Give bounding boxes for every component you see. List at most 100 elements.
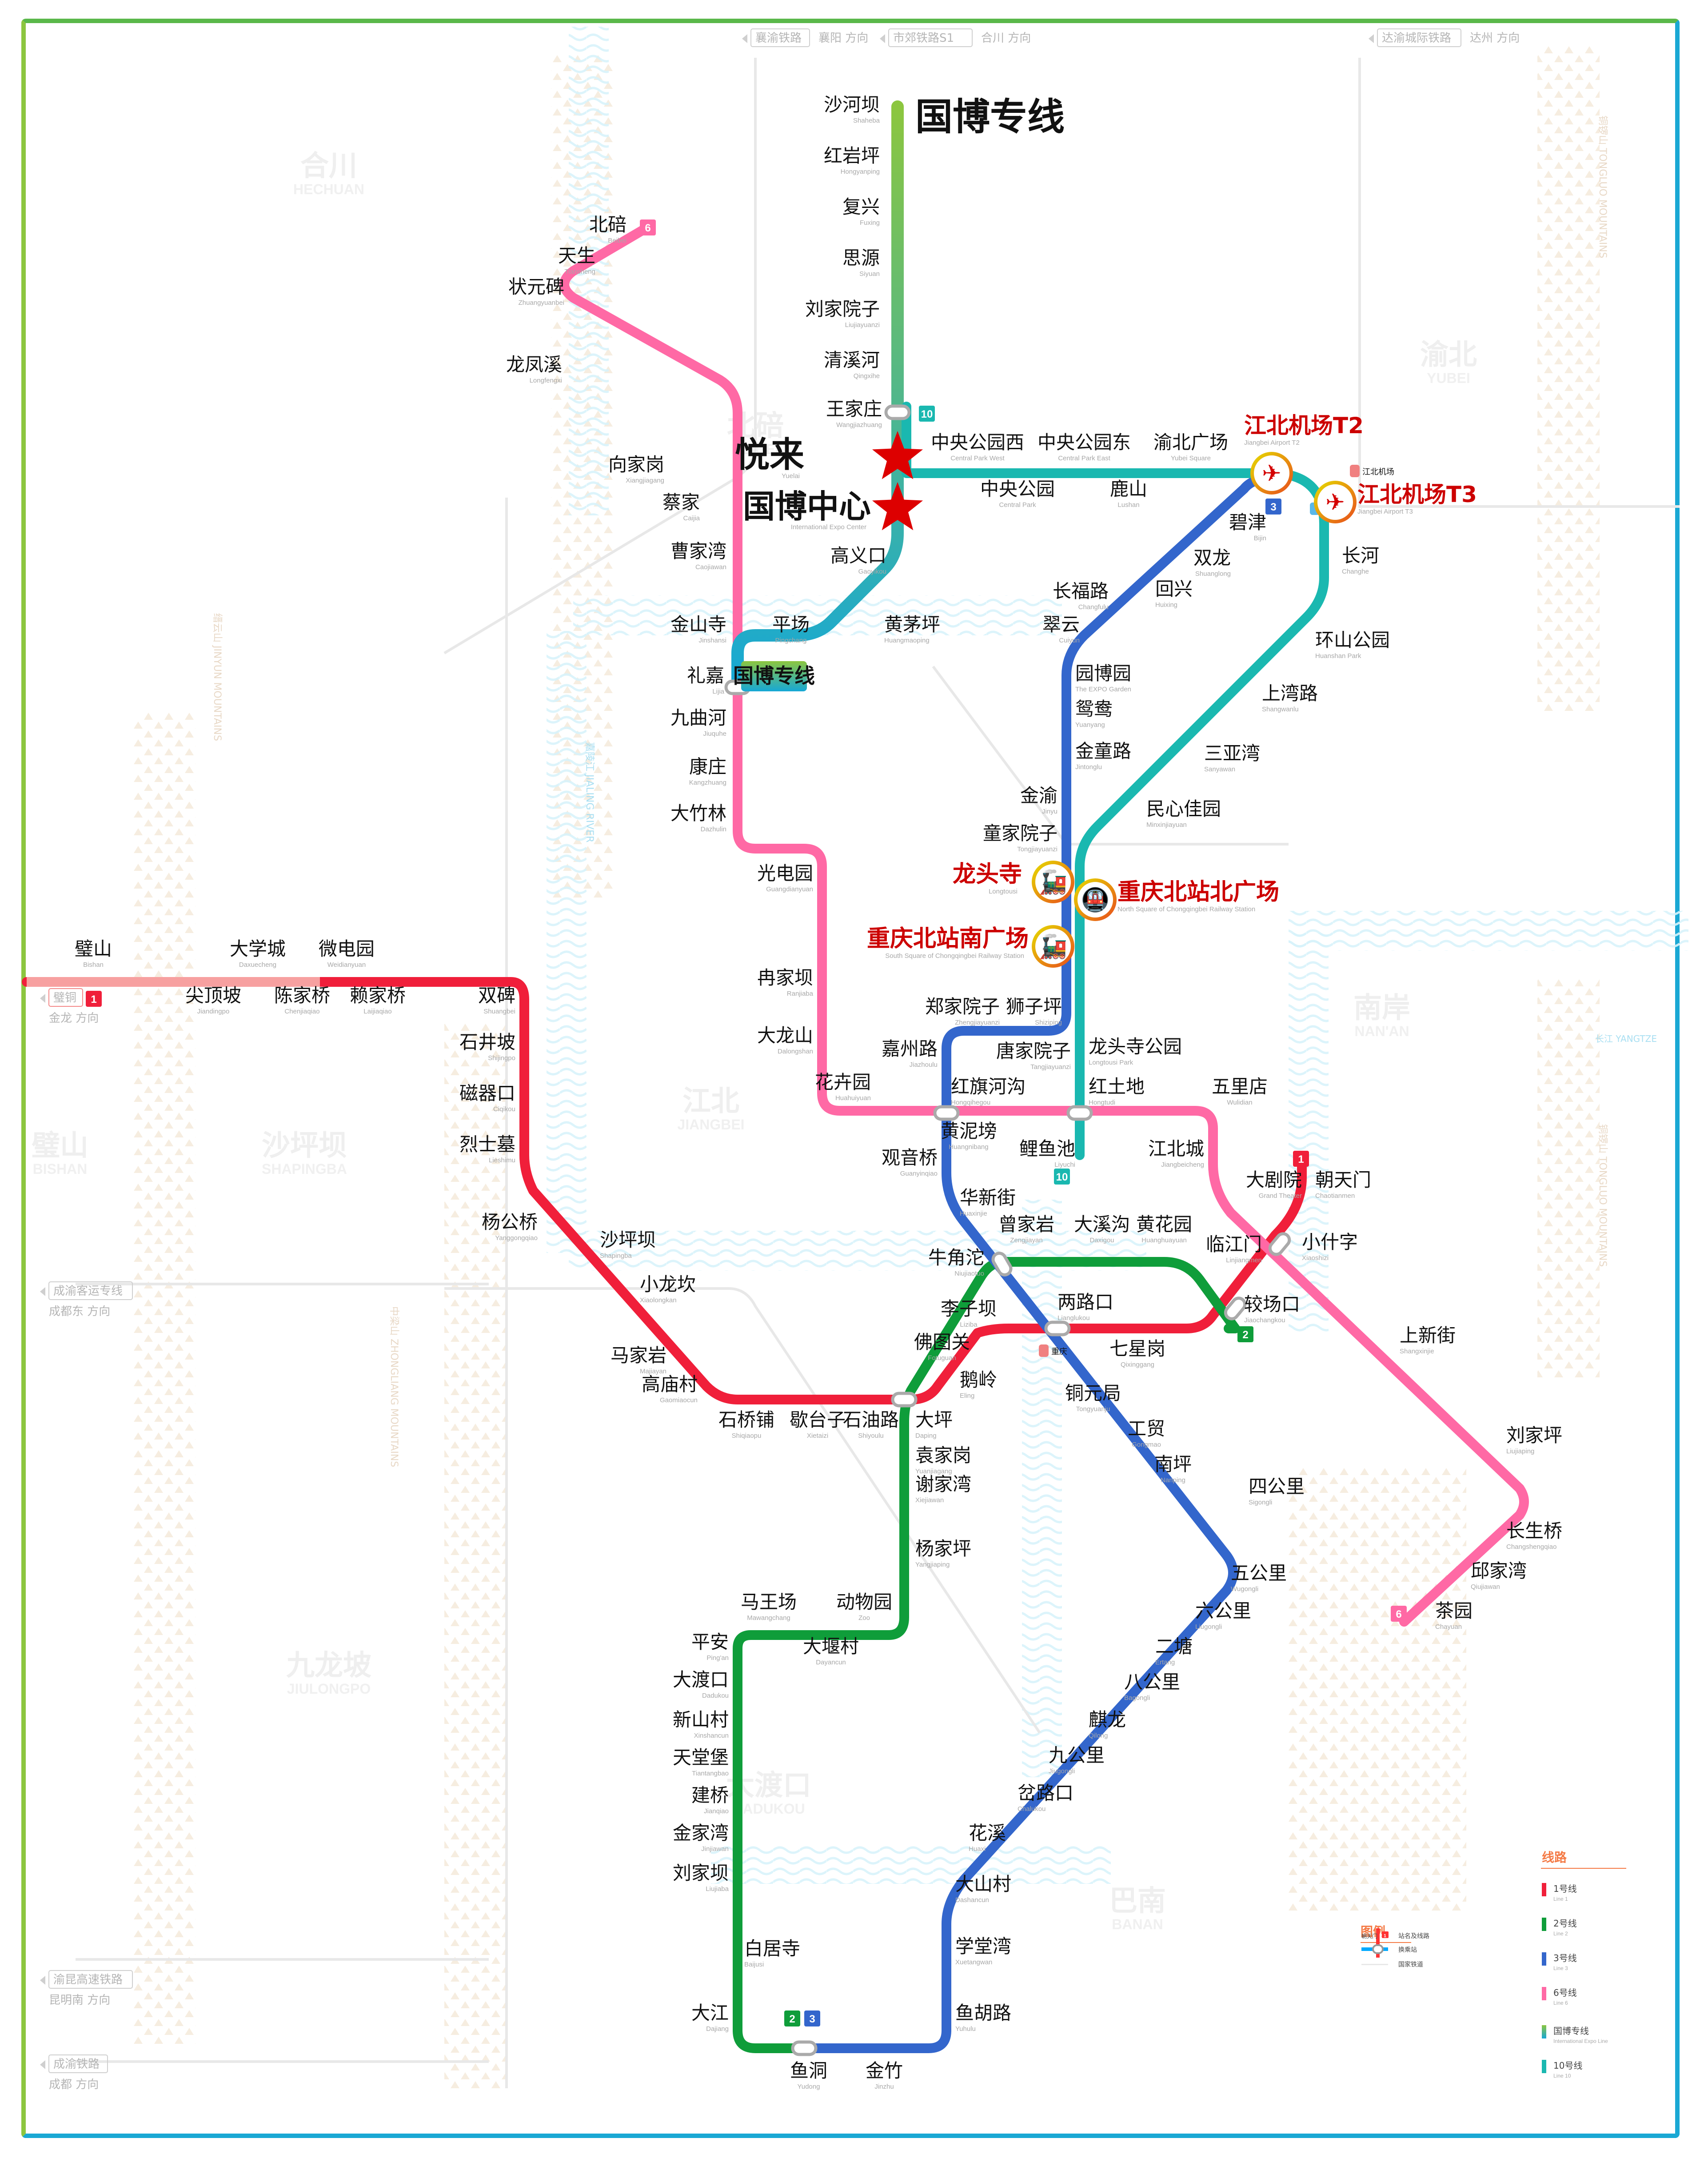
line-l3-path[interactable] [799, 473, 1280, 2053]
transfer-station-icon[interactable] [991, 1251, 1013, 1277]
line-l1-path[interactable] [22, 977, 1307, 1404]
line-expo-path[interactable] [731, 100, 904, 693]
line-l6-path[interactable] [559, 222, 1529, 1627]
transfer-station-icon[interactable] [1044, 1320, 1071, 1336]
transfer-station-icon[interactable] [884, 404, 911, 420]
transfer-station-icon[interactable] [1066, 1105, 1093, 1121]
transfer-station-icon[interactable] [1223, 1296, 1248, 1321]
transfer-station-icon[interactable] [933, 1105, 960, 1121]
transfer-station-icon[interactable] [891, 1392, 918, 1408]
